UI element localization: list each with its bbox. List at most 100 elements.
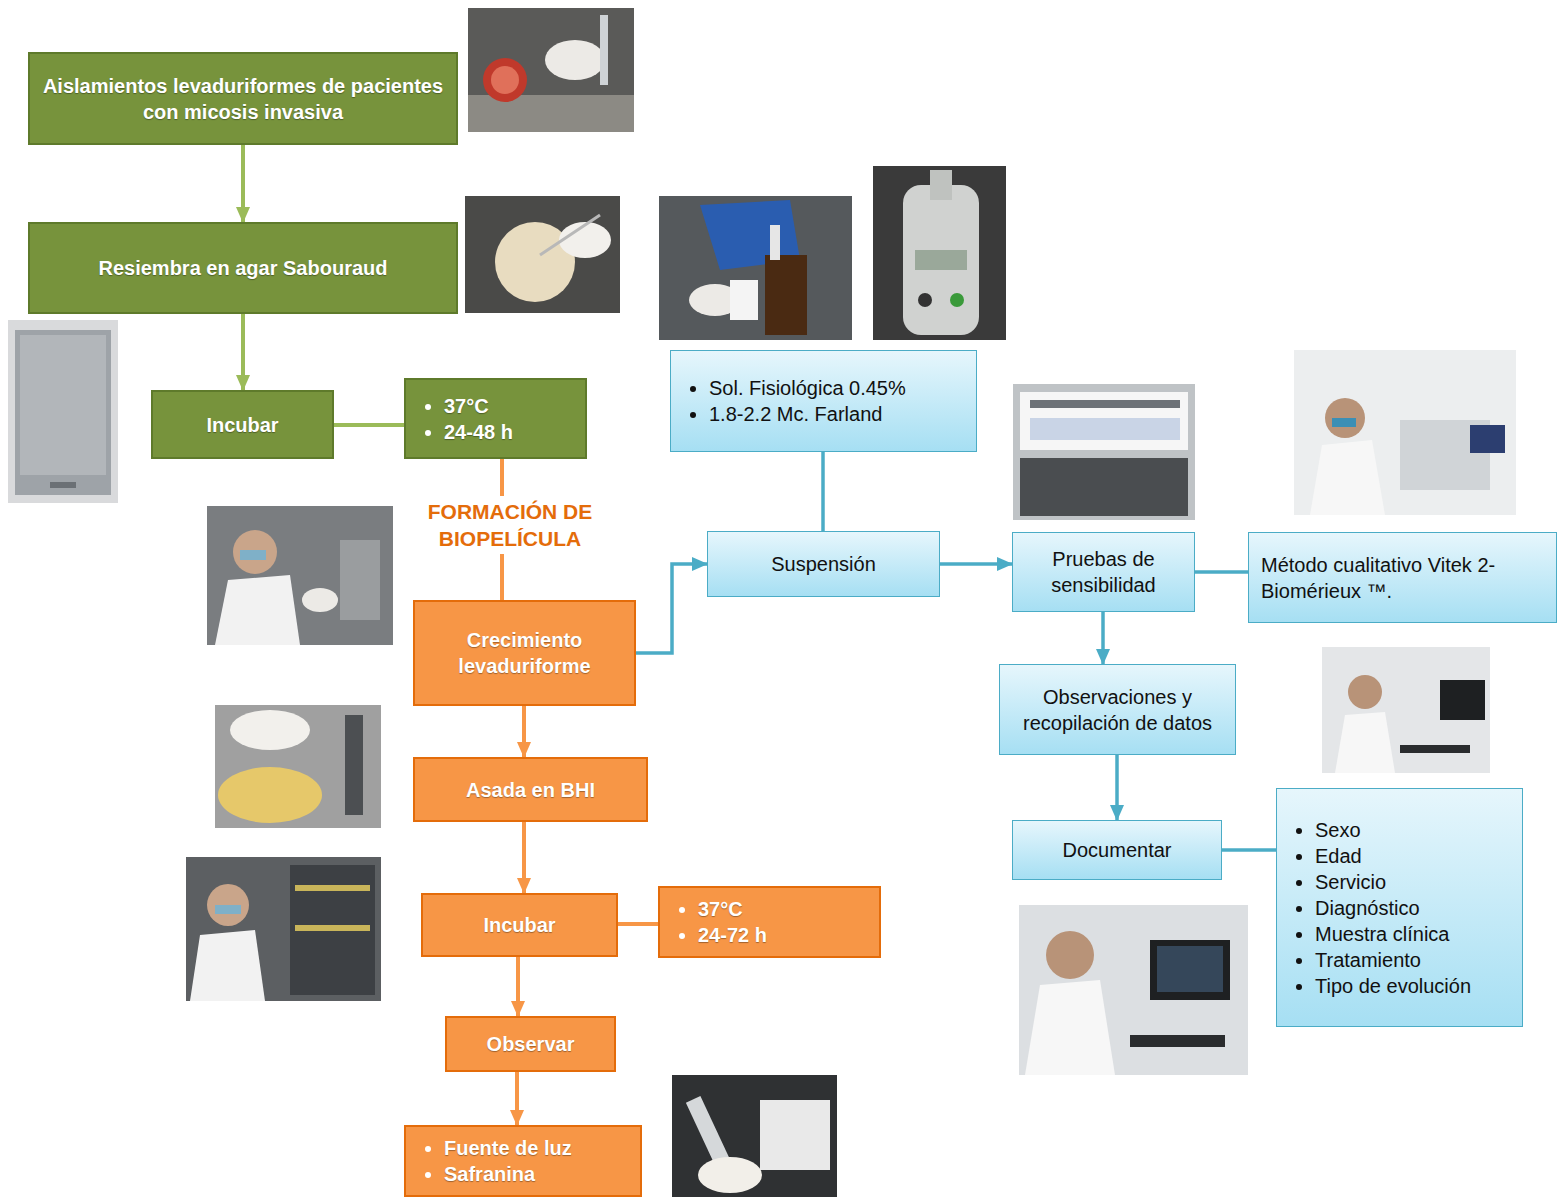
- mask: [240, 550, 266, 560]
- mask: [215, 905, 241, 914]
- list-item: Sexo: [1315, 817, 1510, 843]
- note-box: Método cualitativo Vitek 2-Biomérieux ™.: [1248, 532, 1557, 623]
- text-block: Observar: [487, 1031, 575, 1057]
- tube: [600, 15, 608, 85]
- text-list: SexoEdadServicioDiagnósticoMuestra clíni…: [1289, 817, 1510, 999]
- card-wells: [1030, 418, 1180, 440]
- text-block: Método cualitativo Vitek 2-Biomérieux ™.: [1261, 552, 1544, 604]
- photo-ground: [1013, 384, 1195, 520]
- shelf: [295, 925, 370, 931]
- petri-dish: [491, 66, 519, 94]
- text-block: Incubar: [483, 912, 555, 938]
- photo: [207, 506, 393, 645]
- list-item: 37°C: [444, 393, 573, 419]
- photo: [1294, 350, 1516, 515]
- gloved-hand: [559, 222, 611, 258]
- head: [207, 884, 249, 926]
- bench: [468, 95, 634, 132]
- button: [950, 293, 964, 307]
- variable-list: SexoEdadServicioDiagnósticoMuestra clíni…: [1276, 788, 1523, 1027]
- process-box: Pruebas de sensibilidad: [1012, 532, 1195, 612]
- head: [233, 530, 277, 574]
- list-item: 24-48 h: [444, 419, 573, 445]
- bottle: [765, 255, 807, 335]
- text-block: Suspensión: [771, 551, 876, 577]
- text-block: Asada en BHI: [466, 777, 595, 803]
- list-item: 37°C: [698, 896, 867, 922]
- text-block: Observaciones y recopilación de datos: [1012, 684, 1223, 736]
- photo-ground: [1322, 647, 1490, 773]
- incubator: [290, 865, 375, 995]
- connector: [516, 957, 520, 1016]
- photo-ground: [1019, 905, 1248, 1075]
- equipment: [340, 540, 380, 620]
- monitor: [1440, 680, 1485, 720]
- lab-coat: [190, 930, 265, 1001]
- list-item: Edad: [1315, 843, 1510, 869]
- text-list: 37°C24-48 h: [418, 393, 573, 445]
- connector: [1195, 570, 1248, 574]
- list-item: 1.8-2.2 Mc. Farland: [709, 401, 964, 427]
- connector: [618, 922, 658, 926]
- text-list: Fuente de luzSafranina: [418, 1135, 628, 1187]
- connector: [522, 822, 526, 893]
- condition-box: 37°C24-72 h: [658, 886, 881, 958]
- display: [915, 250, 967, 270]
- text-block: Pruebas de sensibilidad: [1025, 546, 1182, 598]
- gloved-hand: [698, 1157, 762, 1193]
- photo-ground: [8, 320, 118, 503]
- gloved-hand: [545, 40, 605, 80]
- connector: [515, 1072, 519, 1125]
- photo-ground: [1294, 350, 1516, 515]
- process-box: Crecimiento levaduriforme: [413, 600, 636, 706]
- button: [918, 293, 932, 307]
- text-block: Documentar: [1063, 837, 1172, 863]
- photo: [465, 196, 620, 313]
- card-rack: [1020, 458, 1188, 516]
- incubator-door: [20, 335, 106, 475]
- lab-coat: [1025, 980, 1115, 1075]
- connector: [821, 452, 825, 531]
- list-item: Tipo de evolución: [1315, 973, 1510, 999]
- photo: [215, 705, 381, 828]
- head: [1348, 675, 1382, 709]
- photo-ground: [672, 1075, 837, 1197]
- text-block: Crecimiento levaduriforme: [427, 627, 622, 679]
- photo: [468, 8, 634, 132]
- gloved-hand: [302, 588, 338, 612]
- connector: [334, 423, 404, 427]
- tube-holder: [930, 170, 952, 200]
- box-label: Aislamientos levaduriformes de pacientes…: [42, 73, 444, 125]
- box-label: Observaciones y recopilación de datos: [1012, 684, 1223, 736]
- text-block: Incubar: [206, 412, 278, 438]
- process-box: Incubar: [151, 390, 334, 459]
- photo-ground: [207, 506, 393, 645]
- process-box: Suspensión: [707, 531, 940, 597]
- photo: [186, 857, 381, 1001]
- connector: [636, 564, 707, 653]
- text-block: Resiembra en agar Sabouraud: [99, 255, 388, 281]
- test-card: [1020, 392, 1188, 450]
- process-box: Incubar: [421, 893, 618, 957]
- box-label: Documentar: [1063, 837, 1172, 863]
- photo: [1322, 647, 1490, 773]
- list-item: Servicio: [1315, 869, 1510, 895]
- photo-ground: [215, 705, 381, 828]
- process-box: Aislamientos levaduriformes de pacientes…: [28, 52, 458, 145]
- box-label: Asada en BHI: [466, 777, 595, 803]
- list-item: Sol. Fisiológica 0.45%: [709, 375, 964, 401]
- photo-ground: [873, 166, 1006, 340]
- box-label: Incubar: [206, 412, 278, 438]
- incubator: [15, 330, 111, 495]
- photo-ground: [186, 857, 381, 1001]
- box-label: Pruebas de sensibilidad: [1025, 546, 1182, 598]
- dispenser: [770, 225, 780, 260]
- box-label: Incubar: [483, 912, 555, 938]
- connector: [1222, 848, 1276, 852]
- process-box: Resiembra en agar Sabouraud: [28, 222, 458, 314]
- photo: [1019, 905, 1248, 1075]
- keyboard: [1130, 1035, 1225, 1047]
- densitometer: [903, 185, 979, 335]
- lab-coat: [1335, 712, 1395, 773]
